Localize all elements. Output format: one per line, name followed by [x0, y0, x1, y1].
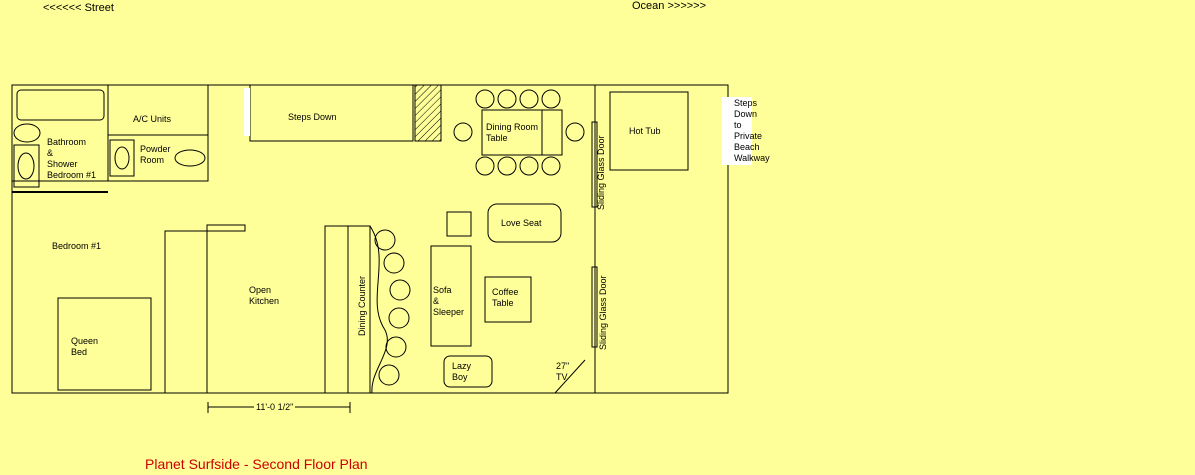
dining-counter-label: Dining Counter: [357, 275, 367, 336]
ocean-label: Ocean >>>>>>: [632, 0, 707, 12]
powder-sink-box: [109, 139, 135, 177]
hot-tub-label: Hot Tub: [629, 126, 661, 136]
dining-counter: [324, 225, 349, 394]
bath-sink: [17, 152, 35, 180]
powder-room: [107, 134, 209, 182]
powder-sink: [114, 146, 130, 170]
plan-title: Planet Surfside - Second Floor Plan: [145, 456, 368, 472]
bath-sink-box: [13, 144, 40, 188]
dimension-label: 11'-0 1/2": [254, 402, 296, 413]
sliding-door-1-label: Sliding Glass Door: [596, 135, 606, 210]
toilet-bathroom: [13, 123, 41, 143]
bedroom1-label: Bedroom #1: [52, 241, 102, 251]
dining-table-label: Dining Room Table: [486, 122, 539, 143]
steps-beach-label: Steps Down to Private Beach Walkway: [734, 98, 770, 163]
deck: [594, 84, 729, 394]
sofa: [430, 245, 472, 347]
powder-room-label: Powder Room: [140, 144, 171, 165]
love-seat-label: Love Seat: [501, 218, 542, 228]
sliding-door-2-label: Sliding Glass Door: [598, 275, 608, 350]
queen-bed: [57, 297, 152, 391]
powder-toilet: [174, 149, 206, 167]
coffee-table-label: Coffee Table: [492, 287, 519, 308]
bathroom-label: Bathroom & Shower Bedroom #1: [47, 137, 97, 180]
end-table: [446, 211, 472, 237]
hatched-column: [414, 84, 442, 142]
love-seat: [487, 203, 562, 243]
lazy-boy: [443, 355, 493, 388]
tv-label: 27" TV: [556, 361, 570, 382]
steps-down-label: Steps Down: [288, 112, 337, 122]
street-label: <<<<<< Street: [43, 2, 114, 14]
hot-tub: [609, 91, 689, 171]
coffee-table: [484, 276, 532, 323]
bathtub: [16, 89, 105, 121]
lazy-boy-label: Lazy Boy: [452, 361, 472, 382]
ac-units-label: A/C Units: [133, 114, 172, 124]
open-kitchen-label: Open Kitchen: [249, 285, 280, 306]
ac-units-room: [107, 84, 209, 136]
closet: [164, 230, 208, 394]
sofa-label: Sofa & Sleeper: [433, 285, 465, 317]
queen-bed-label: Queen Bed: [71, 336, 99, 357]
